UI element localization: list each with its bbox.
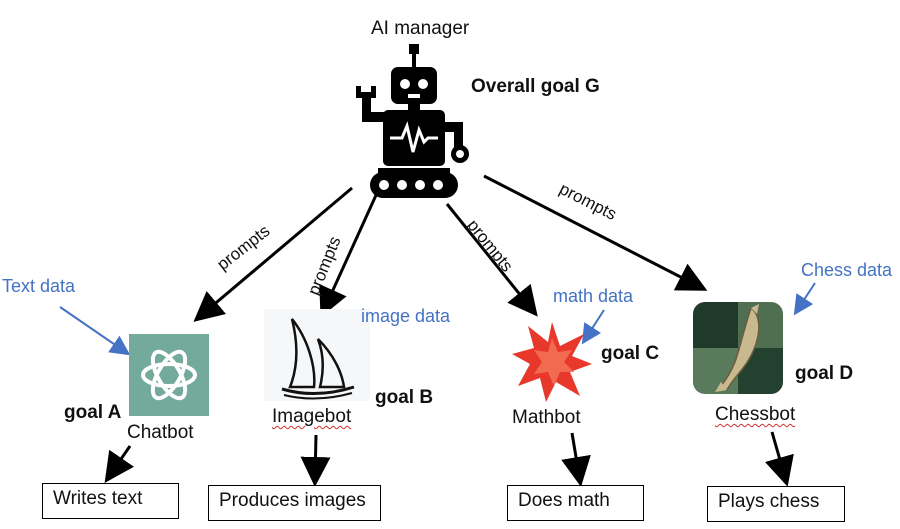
- imagebot-data-label: image data: [361, 306, 451, 326]
- robot-icon: [356, 44, 469, 198]
- chessbot-name: Chessbot: [715, 404, 796, 425]
- chessbot-goal: goal D: [795, 363, 854, 384]
- sailboat-icon: [281, 318, 355, 400]
- chatbot-name: Chatbot: [127, 422, 194, 443]
- arrow-chessbot-task: [764, 431, 794, 487]
- fish-chessboard-icon: [693, 302, 783, 394]
- chatbot-task-box: Writes text: [42, 483, 179, 519]
- arrow-math-data: [581, 309, 605, 345]
- chessbot-logo: [693, 302, 783, 394]
- wolfram-star-icon: [512, 322, 592, 402]
- arrow-chatbot-task: [104, 445, 134, 483]
- arrow-to-imagebot: [319, 192, 379, 318]
- manager-title: AI manager: [371, 18, 470, 39]
- mathbot-data-label: math data: [553, 286, 634, 306]
- imagebot-logo: [264, 309, 370, 401]
- arrow-chess-data: [793, 282, 816, 316]
- imagebot-goal: goal B: [375, 387, 434, 408]
- chatbot-goal: goal A: [64, 402, 122, 423]
- arrow-to-chatbot: [193, 186, 353, 322]
- arrow-to-mathbot: [445, 203, 538, 317]
- mathbot-goal: goal C: [601, 343, 660, 364]
- arrow-to-chessbot: [483, 174, 708, 291]
- chessbot-data-label: Chess data: [801, 260, 893, 280]
- mathbot-task-box: Does math: [507, 485, 644, 521]
- imagebot-task-box: Produces images: [208, 485, 381, 521]
- chatbot-logo: [129, 334, 209, 416]
- openai-icon: [141, 349, 197, 401]
- mathbot-name: Mathbot: [512, 407, 581, 428]
- imagebot-name: Imagebot: [272, 406, 352, 427]
- arrow-imagebot-task: [300, 434, 331, 487]
- arrow-text-data: [59, 306, 131, 356]
- arrow-mathbot-task: [561, 432, 591, 487]
- chessbot-task-box: Plays chess: [707, 486, 845, 522]
- manager-goal: Overall goal G: [471, 76, 600, 97]
- chatbot-data-label: Text data: [2, 276, 76, 296]
